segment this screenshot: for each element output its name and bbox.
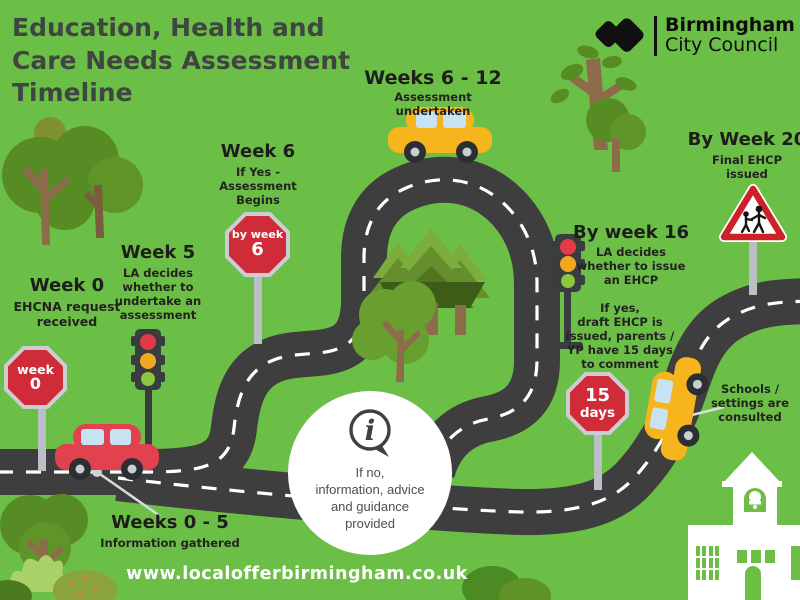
week0-sign-number: 0: [29, 373, 42, 393]
weeks0-5-heading: Weeks 0 - 5: [111, 512, 229, 533]
week20-body: Final EHCP issued: [711, 153, 783, 182]
children-crossing-sign: [719, 184, 787, 242]
week20-sign-pole: [749, 238, 757, 295]
school-building: [688, 452, 800, 600]
week0-sign-text: week: [17, 361, 54, 377]
weeks0-5-body: Information gathered: [100, 536, 240, 550]
week6-stop-sign: by week 6: [225, 212, 290, 277]
week6-sign-number: 6: [251, 238, 264, 260]
days15-stop-sign: 15 days: [566, 372, 629, 435]
yellow-car-assessment: [388, 107, 492, 163]
week5-body: LA decides whether to undertake an asses…: [114, 266, 202, 323]
footer-url: www.localofferbirmingham.co.uk: [126, 564, 468, 584]
info-icon: i: [349, 409, 391, 457]
week6-sign-pole: [254, 274, 262, 344]
heart-logo-icon: [595, 18, 644, 52]
week6-heading: Week 6: [220, 141, 296, 162]
bushes-bottom-middle: [462, 566, 551, 600]
week16-body2: If yes, draft EHCP is issued, parents / …: [565, 301, 675, 372]
traffic-light-week5-icon: [131, 329, 165, 462]
week0-body: EHCNA request received: [13, 299, 121, 330]
week0-heading: Week 0: [29, 275, 105, 296]
page-title: Education, Health and Care Needs Assessm…: [12, 13, 351, 107]
weeks6-12-heading: Weeks 6 - 12: [364, 67, 502, 89]
yellow-car-schools: [644, 357, 709, 461]
if-no-text: If no, information, advice and guidance …: [315, 465, 425, 531]
logo-divider: [654, 16, 657, 56]
traffic-light-week16-icon: [551, 234, 585, 349]
week16-body: LA decides whether to issue an EHCP: [576, 245, 686, 288]
week6-body: If Yes - Assessment Begins: [219, 165, 297, 208]
schools-body: Schools / settings are consulted: [710, 382, 790, 425]
days15-sign-text: days: [579, 404, 616, 421]
week0-sign-pole: [38, 405, 46, 471]
greenery-bottom-left: [0, 494, 117, 600]
logo-name: Birmingham: [665, 14, 795, 37]
birmingham-city-council-logo: Birmingham City Council: [594, 13, 795, 59]
week20-heading: By Week 20: [687, 129, 800, 150]
week0-stop-sign: week 0: [4, 346, 67, 409]
days15-sign-number: 15: [584, 384, 611, 406]
week5-heading: Week 5: [120, 242, 196, 263]
if-no-info-circle: i If no, information, advice and guidanc…: [288, 391, 452, 555]
week16-heading: By week 16: [572, 222, 690, 243]
road-center-dashes: [0, 178, 539, 474]
tree-cluster-top-right: [550, 45, 646, 172]
round-tree-centre: [352, 281, 436, 382]
red-car: [55, 424, 159, 480]
days15-sign-pole: [594, 430, 602, 490]
tree-cluster-top-left: [2, 117, 143, 245]
weeks6-12-body: Assessment undertaken: [394, 90, 472, 119]
svg-text:i: i: [365, 414, 376, 447]
logo-subname: City Council: [665, 34, 779, 56]
week6-sign-text: by week: [231, 228, 284, 242]
